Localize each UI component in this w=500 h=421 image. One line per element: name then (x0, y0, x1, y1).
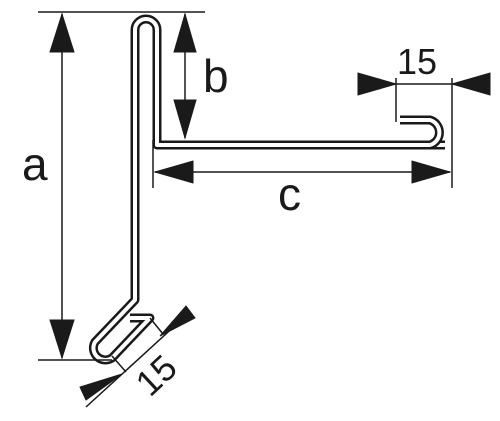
label-hem-bottom: 15 (127, 347, 184, 404)
arrowhead-b-bottom (173, 99, 197, 140)
arrowhead-c-right (411, 160, 452, 184)
arrowhead-a-bottom (49, 319, 75, 360)
arrowhead-hem-top-right (450, 72, 491, 96)
dimension-b (173, 12, 197, 140)
arrowhead-b-top (173, 12, 197, 53)
label-hem-top: 15 (397, 41, 437, 82)
arrowhead-c-left (153, 160, 194, 184)
profile-top-hem-inner (400, 118, 442, 147)
profile-inner (91, 17, 445, 362)
dimension-a (38, 11, 205, 361)
extension-line-hem-bottom-b (149, 317, 164, 335)
arrowhead-hem-bottom-high (159, 305, 196, 337)
arrowhead-a-top (49, 12, 75, 53)
dimension-bottom-hem (79, 305, 196, 408)
label-c: c (278, 168, 301, 220)
dimension-c (152, 78, 453, 188)
arrowhead-hem-top-left (357, 72, 398, 96)
extension-line-hem-bottom-a (111, 355, 127, 373)
label-a: a (22, 138, 48, 190)
profile-shape (88, 14, 445, 365)
label-b: b (203, 50, 229, 102)
profile-outline (88, 14, 445, 365)
dimension-top-hem (357, 72, 491, 122)
arrowhead-hem-bottom-low (79, 373, 123, 401)
